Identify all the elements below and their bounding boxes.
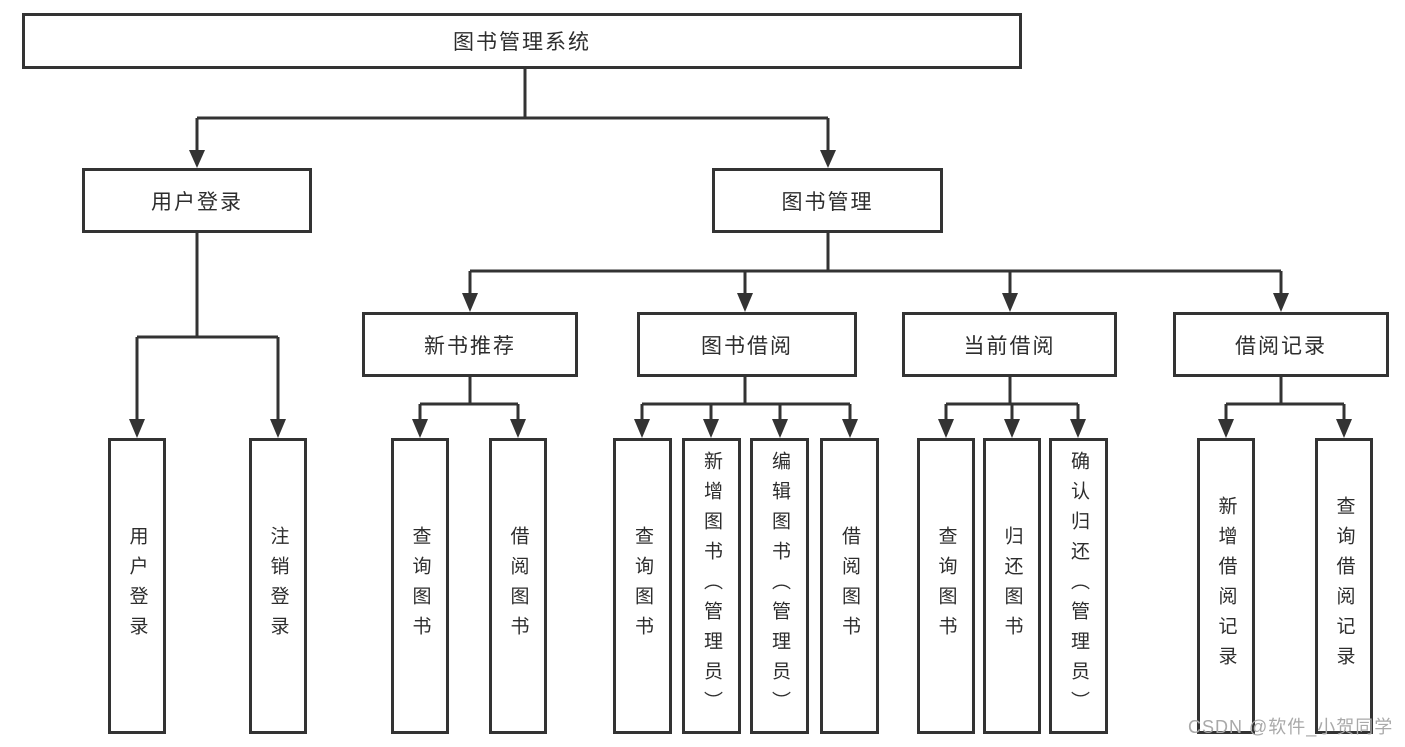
- node-borrowing-records: 借阅记录: [1173, 312, 1389, 377]
- leaf-label: 查询图书: [409, 526, 431, 646]
- edge-lines: [135, 69, 1346, 421]
- leaf-query-books-recommend: 查询图书: [391, 438, 449, 734]
- leaf-label: 归还图书: [1001, 526, 1023, 646]
- node-current-borrowing: 当前借阅: [902, 312, 1117, 377]
- leaf-label: 查询借阅记录: [1333, 496, 1355, 676]
- node-book-borrowing: 图书借阅: [637, 312, 857, 377]
- leaf-add-book-admin: 新增图书（管理员）: [682, 438, 741, 734]
- node-new-book-recommend: 新书推荐: [362, 312, 578, 377]
- csdn-watermark: CSDN @软件_小贺同学: [1188, 717, 1394, 737]
- leaf-label: 查询图书: [935, 526, 957, 646]
- leaf-label: 借阅图书: [839, 526, 860, 646]
- node-library-management-system: 图书管理系统: [22, 13, 1022, 69]
- leaf-edit-book-admin: 编辑图书（管理员）: [750, 438, 809, 734]
- edge-arrowheads: [129, 150, 1352, 438]
- node-book-management: 图书管理: [712, 168, 943, 233]
- leaf-add-borrow-record: 新增借阅记录: [1197, 438, 1255, 734]
- leaf-label: 查询图书: [632, 526, 653, 646]
- leaf-label: 新增借阅记录: [1215, 496, 1237, 676]
- node-user-login: 用户登录: [82, 168, 312, 233]
- leaf-confirm-return-admin: 确认归还（管理员）: [1049, 438, 1108, 734]
- leaf-return-books: 归还图书: [983, 438, 1041, 734]
- leaf-query-books-current: 查询图书: [917, 438, 975, 734]
- leaf-borrow-books: 借阅图书: [820, 438, 879, 734]
- leaf-borrow-books-recommend: 借阅图书: [489, 438, 547, 734]
- leaf-label: 借阅图书: [507, 526, 529, 646]
- leaf-query-books-borrow: 查询图书: [613, 438, 672, 734]
- leaf-label: 编辑图书（管理员）: [769, 451, 790, 721]
- leaf-query-borrow-record: 查询借阅记录: [1315, 438, 1373, 734]
- leaf-label: 注销登录: [267, 526, 289, 646]
- leaf-logout: 注销登录: [249, 438, 307, 734]
- leaf-label: 新增图书（管理员）: [701, 451, 722, 721]
- leaf-user-login: 用户登录: [108, 438, 166, 734]
- leaf-label: 确认归还（管理员）: [1068, 451, 1089, 721]
- leaf-label: 用户登录: [126, 526, 148, 646]
